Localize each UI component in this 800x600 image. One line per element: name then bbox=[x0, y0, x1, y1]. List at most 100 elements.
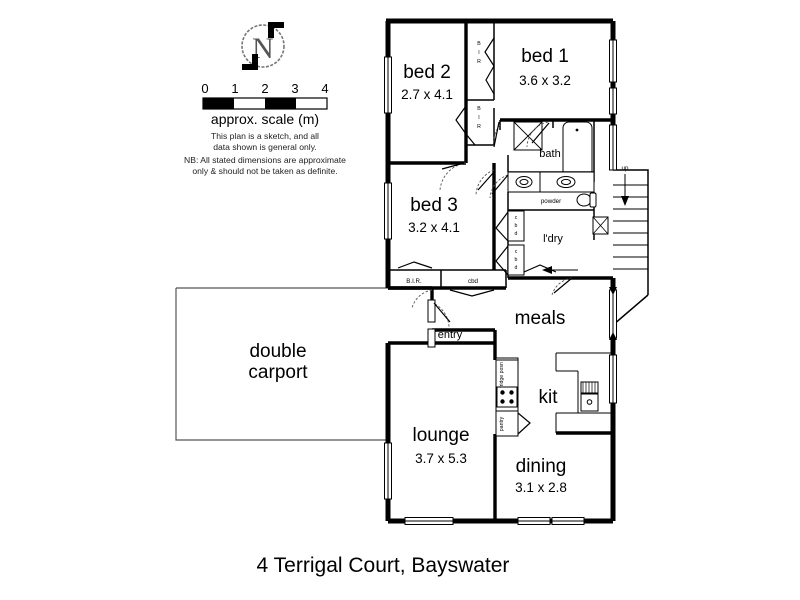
kitchen-sink-fixture bbox=[580, 381, 599, 394]
page-title: 4 Terrigal Court, Bayswater bbox=[257, 554, 510, 577]
disclaimer-line-1: This plan is a sketch, and all bbox=[211, 131, 319, 141]
door-laundry-cupboard-lower bbox=[495, 245, 509, 276]
bed1-dim: 3.6 x 3.2 bbox=[519, 73, 571, 88]
pantry-door-leaf bbox=[517, 412, 531, 435]
laundry-zone: c b d c b d l'dry bbox=[507, 210, 613, 280]
scale-tick-0: 0 bbox=[201, 81, 208, 96]
scale-tick-1: 1 bbox=[231, 81, 238, 96]
door-bir-bed2 bbox=[455, 105, 467, 135]
storage-labels: B I R B I R B.I.R. cbd bbox=[406, 41, 481, 285]
scale-tick-3: 3 bbox=[291, 81, 298, 96]
vanity-bench bbox=[507, 171, 595, 193]
door-leaf-entry bbox=[433, 302, 451, 323]
bed3-label: bed 3 bbox=[410, 195, 458, 216]
disclaimer-line-3: NB: All stated dimensions are approximat… bbox=[184, 155, 346, 165]
bir-bed2-letter-b: B bbox=[477, 106, 481, 112]
cupboard-lower-letter-b: b bbox=[515, 257, 518, 263]
door-laundry-cupboard-upper bbox=[495, 211, 509, 242]
bathtub-plug-icon bbox=[575, 128, 579, 132]
kitchen-perimeter-bench bbox=[555, 352, 611, 435]
door-swings bbox=[397, 37, 573, 328]
meals-label: meals bbox=[515, 308, 566, 329]
door-arc-laundry bbox=[551, 277, 573, 296]
pantry-cupboard bbox=[495, 410, 519, 437]
windows bbox=[384, 39, 617, 525]
basin-left-inner-icon bbox=[519, 178, 529, 186]
compass-bracket-top bbox=[268, 22, 284, 38]
door-cbd-hall bbox=[449, 289, 495, 297]
dining-dim: 3.1 x 2.8 bbox=[515, 480, 567, 495]
pantry-label: pantry bbox=[499, 416, 505, 431]
stair-bay-diagonal bbox=[612, 294, 649, 326]
door-leaf-bed2 bbox=[441, 162, 465, 170]
fridge-position-label: fridge posn bbox=[499, 362, 505, 388]
bedroom-labels: bed 2 2.7 x 4.1 bed 1 3.6 x 3.2 bed 3 3.… bbox=[401, 46, 571, 341]
disclaimer-line-2: data shown is general only. bbox=[213, 142, 317, 152]
bir-bed1-letter-i: I bbox=[478, 50, 479, 56]
north-compass: N bbox=[241, 22, 285, 70]
disclaimer-line-4: only & should not be taken as definite. bbox=[192, 166, 337, 176]
cupboard-upper-letter-b: b bbox=[515, 223, 518, 229]
bir-bed2-letter-i: I bbox=[478, 115, 479, 121]
carport-label-line2: carport bbox=[248, 362, 308, 383]
living-zone: lounge 3.7 x 5.3 meals kit dining 3.1 x … bbox=[412, 290, 616, 521]
scale-seg-0 bbox=[203, 98, 234, 109]
laundry-trough-cross-icon bbox=[592, 216, 609, 235]
door-bir-bed1 bbox=[484, 37, 495, 67]
door-arc-entry bbox=[434, 303, 450, 328]
laundry-label: l'dry bbox=[543, 233, 563, 245]
basin-right-inner-icon bbox=[561, 178, 571, 186]
toilet-fixture bbox=[576, 192, 597, 208]
bed2-label: bed 2 bbox=[403, 62, 451, 83]
double-carport: double carport bbox=[175, 287, 388, 441]
door-arc-bed3 bbox=[475, 169, 495, 197]
scale-tick-4: 4 bbox=[321, 81, 328, 96]
lounge-label: lounge bbox=[412, 425, 469, 446]
cbd-hall-label: cbd bbox=[468, 278, 479, 285]
stair-up-arrow-icon bbox=[621, 174, 629, 206]
window-meals-marker-bottom bbox=[609, 332, 617, 340]
bir-bed3-label: B.I.R. bbox=[406, 278, 422, 285]
door-leaf-powder bbox=[491, 174, 509, 195]
stair-up-label: up bbox=[622, 165, 629, 172]
laundry-cupboard-upper bbox=[507, 210, 525, 242]
cupboard-lower-letter-c: c bbox=[515, 249, 518, 255]
door-entry-outer bbox=[427, 299, 436, 323]
bed2-dim: 2.7 x 4.1 bbox=[401, 87, 453, 102]
bir-bed1-letter-r: R bbox=[477, 59, 481, 65]
scale-caption: approx. scale (m) bbox=[211, 111, 319, 127]
lounge-dim: 3.7 x 5.3 bbox=[415, 451, 467, 466]
stair-bay-outline bbox=[613, 169, 649, 295]
cupboard-lower-letter-d: d bbox=[515, 265, 518, 271]
door-bir-bed3 bbox=[397, 261, 433, 269]
compass-bracket-bottom bbox=[242, 54, 258, 70]
door-arc-hall bbox=[411, 289, 433, 309]
door-leaf-bed1 bbox=[493, 121, 500, 148]
bed1-label: bed 1 bbox=[521, 46, 569, 67]
carport-outline-left bbox=[175, 288, 388, 441]
door-leaf-bath bbox=[531, 122, 550, 144]
door-laundry-lower bbox=[523, 264, 557, 273]
scale-seg-2 bbox=[265, 98, 296, 109]
cooktop-fixture bbox=[496, 386, 518, 408]
kitchen-island-bench: fridge posn pantry bbox=[495, 357, 531, 437]
entry-label: entry bbox=[438, 329, 463, 341]
door-bir-bed1-b bbox=[485, 65, 495, 95]
window-meals-marker-top bbox=[609, 287, 617, 295]
scale-bar: 0 1 2 3 4 approx. scale (m) This plan is… bbox=[184, 81, 346, 176]
bir-bed2-letter-r: R bbox=[477, 124, 481, 130]
dining-label: dining bbox=[516, 456, 567, 477]
bir-bed1-letter-b: B bbox=[477, 41, 481, 47]
shower-cross-icon bbox=[513, 121, 543, 151]
door-bir-bed2-b bbox=[465, 133, 476, 146]
kitchen-label: kit bbox=[539, 387, 559, 408]
laundry-cupboard-lower bbox=[507, 244, 525, 276]
cupboard-upper-letter-c: c bbox=[515, 215, 518, 221]
bath-label: bath bbox=[539, 148, 560, 160]
stair-treads bbox=[613, 184, 648, 270]
stair-void: up bbox=[612, 165, 649, 326]
door-leaf-bed3 bbox=[477, 171, 495, 191]
